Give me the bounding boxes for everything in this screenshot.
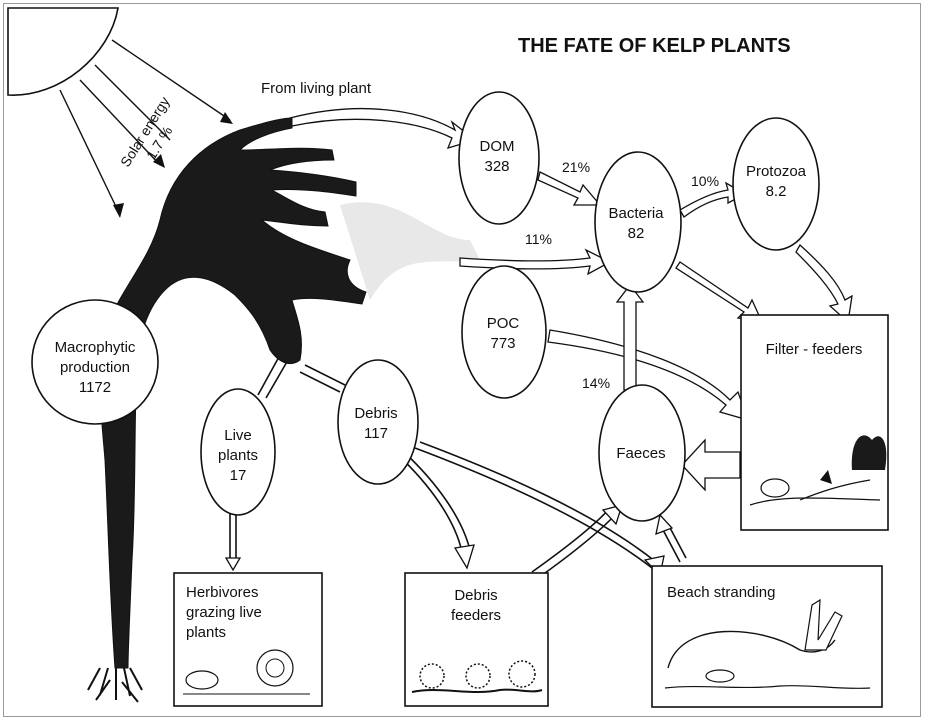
dom-label: DOM bbox=[480, 138, 515, 155]
arrow-dom-bacteria bbox=[538, 172, 600, 205]
dom-value: 328 bbox=[484, 158, 509, 175]
pct-faeces-bacteria: 14% bbox=[582, 375, 610, 391]
live-plants-value: 17 bbox=[230, 467, 247, 484]
herbivores-line3: plants bbox=[186, 624, 226, 641]
pct-poc-bacteria: 11% bbox=[525, 231, 552, 247]
node-debris bbox=[338, 360, 418, 484]
node-poc bbox=[462, 266, 546, 398]
arrow-bacteria-filter bbox=[676, 262, 762, 322]
macrophytic-line1: Macrophytic bbox=[55, 339, 136, 356]
poc-value: 773 bbox=[490, 335, 515, 352]
pct-bacteria-protozoa: 10% bbox=[691, 173, 719, 189]
grey-flow-plume bbox=[340, 202, 480, 300]
pct-dom-bacteria: 21% bbox=[562, 159, 590, 175]
diagram-title: THE FATE OF KELP PLANTS bbox=[518, 35, 791, 57]
arrow-filter-faeces bbox=[682, 440, 740, 490]
arrow-kelp-live bbox=[258, 355, 280, 395]
macrophytic-line2: production bbox=[60, 359, 130, 376]
beach-stranding-label: Beach stranding bbox=[667, 584, 775, 601]
debris-value: 117 bbox=[364, 425, 388, 442]
bacteria-label: Bacteria bbox=[608, 205, 664, 222]
herbivores-line1: Herbivores bbox=[186, 584, 259, 601]
live-plants-line2: plants bbox=[218, 447, 258, 464]
node-bacteria bbox=[595, 152, 681, 292]
macrophytic-value: 1172 bbox=[79, 379, 111, 396]
arrow-11pct bbox=[460, 250, 610, 274]
live-plants-line1: Live bbox=[224, 427, 252, 444]
arrow-plant-to-dom bbox=[290, 109, 475, 148]
protozoa-label: Protozoa bbox=[746, 163, 807, 180]
from-living-plant-label: From living plant bbox=[261, 80, 372, 97]
poc-label: POC bbox=[487, 315, 520, 332]
bacteria-value: 82 bbox=[628, 225, 645, 242]
debris-label: Debris bbox=[354, 405, 397, 422]
debris-feeders-line1: Debris bbox=[454, 587, 497, 604]
arrow-protozoa-filter bbox=[796, 245, 852, 322]
protozoa-value: 8.2 bbox=[766, 183, 787, 200]
herbivores-line2: grazing live bbox=[186, 604, 262, 621]
solar-energy-label: Solar energy 1.7 % bbox=[117, 94, 188, 179]
debris-feeders-line2: feeders bbox=[451, 607, 501, 624]
filter-feeders-label: Filter - feeders bbox=[766, 341, 863, 358]
faeces-label: Faeces bbox=[616, 445, 665, 462]
arrow-faeces-bacteria bbox=[617, 285, 643, 390]
